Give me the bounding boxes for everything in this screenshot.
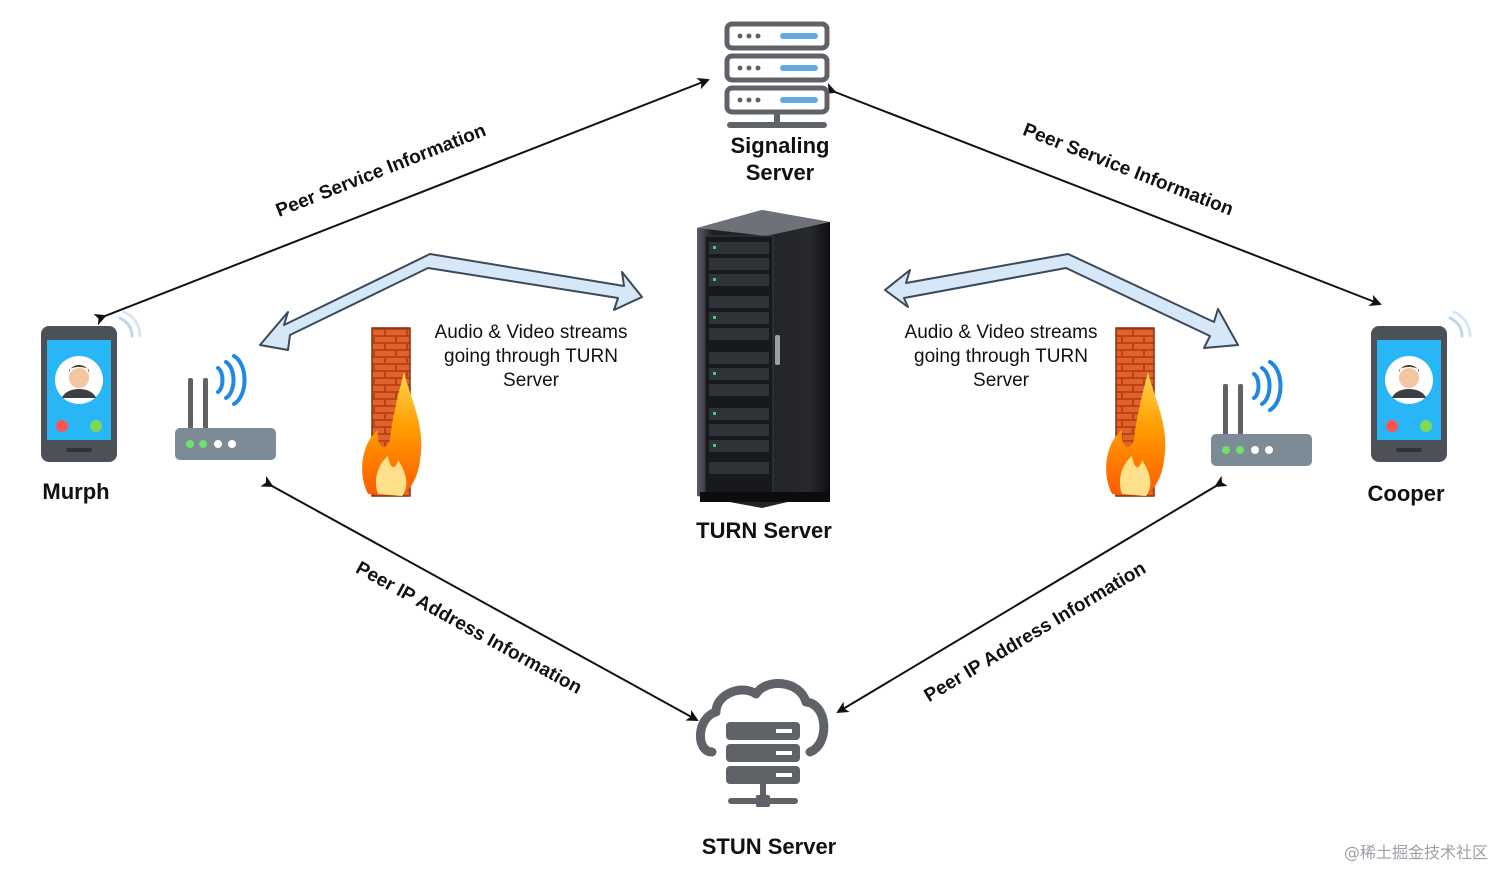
signaling-server-label-line1: Signaling xyxy=(731,133,830,158)
murph-label: Murph xyxy=(42,479,109,504)
firewall-icon xyxy=(362,327,422,497)
signaling-server-label-line2: Server xyxy=(746,160,815,185)
stream-label-left-line3: Server xyxy=(503,370,560,391)
stream-label-left-line2: going through TURN xyxy=(444,346,618,367)
stream-label-left-line1: Audio & Video streams xyxy=(435,322,628,343)
router-icon xyxy=(1211,360,1312,466)
stream-label-right-line3: Server xyxy=(973,370,1030,391)
turn-server-cabinet-icon xyxy=(697,210,830,508)
watermark: @稀土掘金技术社区 xyxy=(1344,843,1488,862)
stream-label-right: Audio & Video streams going through TURN… xyxy=(905,322,1098,391)
turn-server-label: TURN Server xyxy=(696,518,832,543)
stun-server-label: STUN Server xyxy=(702,834,837,859)
arrow-murph-signaling xyxy=(93,78,710,326)
arrow-murph-stun xyxy=(260,475,699,721)
server-rack-icon xyxy=(724,21,830,128)
arrow-signaling-cooper xyxy=(823,82,1382,306)
firewall-icon xyxy=(1106,327,1166,497)
cooper-label: Cooper xyxy=(1368,481,1445,506)
edge-label-cooper-stun: Peer IP Address Information xyxy=(921,558,1150,707)
stream-arrow-left xyxy=(259,253,643,351)
stream-label-right-line1: Audio & Video streams xyxy=(905,322,1098,343)
smartphone-icon xyxy=(41,310,142,462)
edge-label-murph-stun: Peer IP Address Information xyxy=(352,558,585,699)
arrow-cooper-stun xyxy=(836,475,1228,714)
router-icon xyxy=(175,354,276,460)
edge-label-murph-signaling: Peer Service Information xyxy=(273,120,489,222)
stream-arrow-right xyxy=(884,253,1239,349)
smartphone-icon xyxy=(1371,310,1472,462)
cloud-server-icon xyxy=(696,679,829,807)
stream-label-right-line2: going through TURN xyxy=(914,346,1088,367)
stream-label-left: Audio & Video streams going through TURN… xyxy=(435,322,628,391)
connector-arrows xyxy=(93,78,1382,721)
